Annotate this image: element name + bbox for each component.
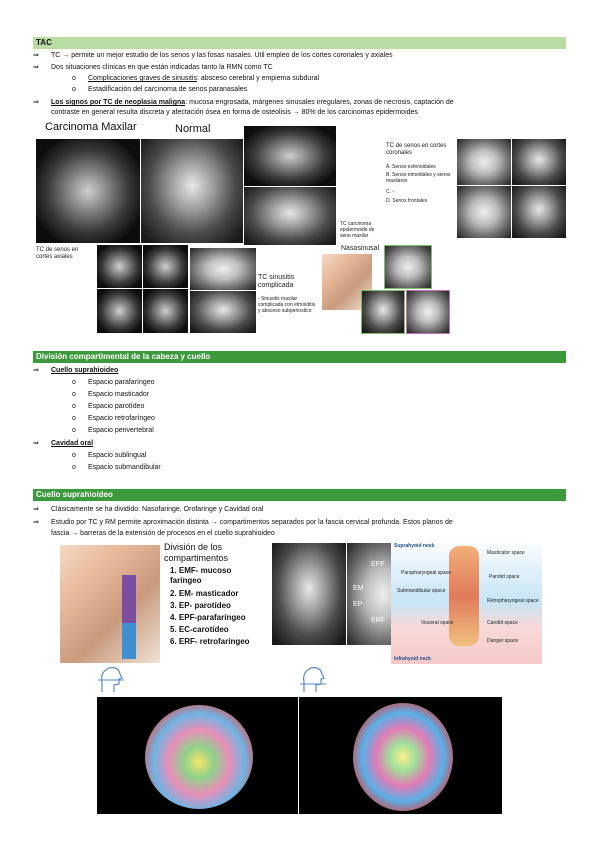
compartment-item-1: 1. EMF- mucoso faríngeo xyxy=(170,566,232,585)
arrow-right-icon: ⇒ xyxy=(33,64,39,71)
ct-image-coronal-1 xyxy=(457,139,511,185)
pharynx-highlight xyxy=(122,575,136,623)
pharynx-column xyxy=(449,546,479,646)
circle-bullet-icon: o xyxy=(72,464,76,471)
axial-anatomy-shape xyxy=(145,705,253,809)
circle-bullet-icon: o xyxy=(72,75,76,82)
ct-label-erf: ERF xyxy=(371,617,385,624)
ct-image-normal xyxy=(141,139,243,243)
tc-sinusitis-desc: - Sinusitis maxilar complicada con etmoi… xyxy=(258,296,316,314)
larynx-highlight xyxy=(122,623,136,659)
nasosinusal-label: Nasosinusal xyxy=(341,245,380,252)
head-profile-icon xyxy=(98,667,124,692)
visceral-space-label: Visceral space xyxy=(421,620,454,626)
ct-image-coronal-3 xyxy=(457,186,511,238)
ct-image-coronal-a xyxy=(244,126,336,186)
sagittal-pharynx-diagram xyxy=(60,545,160,663)
circle-bullet-icon: o xyxy=(72,427,76,434)
circle-bullet-icon: o xyxy=(72,391,76,398)
circle-bullet-icon: o xyxy=(72,452,76,459)
compartment-item-2: 2. EM- masticador xyxy=(170,589,239,598)
ct-image-coronal-4 xyxy=(512,186,566,238)
bullet-suprahioideo-1: ⇒Clásicamente se ha dividido: Nasofaring… xyxy=(33,506,264,513)
bullet-suprahioideo-2-line2: fascia → barreras de la extensión de pro… xyxy=(51,530,275,537)
ct-label-em: EM xyxy=(353,585,364,592)
arrow-right-icon: ⇒ xyxy=(33,440,39,447)
ct-nasosinusal-1 xyxy=(384,245,432,289)
circle-bullet-icon: o xyxy=(72,403,76,410)
parotid-space-label: Parotid space xyxy=(489,574,520,580)
ct-label-ep: EP xyxy=(353,601,363,608)
compartment-item-6: 6. ERF- retrofaríngeo xyxy=(170,637,250,646)
ct-suprahyoid-axial xyxy=(272,543,346,645)
masticator-space-label: Masticator space xyxy=(487,550,525,556)
retropharyngeal-space-label: Retropharyngeal space xyxy=(487,598,539,604)
head-profile-icon xyxy=(300,667,326,692)
axial-anatomy-oropharynx xyxy=(299,697,502,814)
tc-senos-item-a: A. Senos esfenoidales xyxy=(386,164,436,170)
tc-senos-item-b: B. Senos etmoidales y senos maxilares xyxy=(386,172,451,184)
caption-carcinoma-maxilar: Carcinoma Maxilar xyxy=(45,121,137,133)
tc-senos-axiales-label: TC de senos en cortes axiales xyxy=(36,247,79,260)
compartments-title: División de los compartimentos xyxy=(164,542,229,563)
carotid-space-label: Carotid space xyxy=(487,620,518,626)
arrow-right-icon: ⇒ xyxy=(33,506,39,513)
compartment-item-5: 5. EC-carotídeo xyxy=(170,625,229,634)
ct-image-coronal-2 xyxy=(512,139,566,185)
bullet-suprahioideo-2: ⇒Estudio por TC y RM permite aproximació… xyxy=(33,519,453,526)
bullet-cavidad-oral: ⇒Cavidad oral xyxy=(33,440,94,447)
arrow-right-icon: ⇒ xyxy=(33,52,39,59)
arrow-right-icon: ⇒ xyxy=(33,367,39,374)
ct-sinusitis-2 xyxy=(190,291,256,333)
tc-carcinoma-epidermoide-caption: TC carcinoma epidermoide de seno maxilar xyxy=(340,221,375,239)
caption-normal: Normal xyxy=(175,123,211,135)
bullet-tac-2: ⇒Dos situaciones clínicas en que están i… xyxy=(33,64,273,71)
ct-nasosinusal-2 xyxy=(361,290,405,334)
suprahyoid-neck-label: Suprahyoid neck xyxy=(394,543,435,549)
ct-nasosinusal-3 xyxy=(406,290,450,334)
axial-anatomy-nasopharynx xyxy=(97,697,298,814)
section-header-tac: TAC xyxy=(33,37,566,49)
bullet-tac-3: ⇒Los signos por TC de neoplasia maligna:… xyxy=(33,99,454,106)
arrow-right-icon: ⇒ xyxy=(33,519,39,526)
submandibular-space-label: Submandibular space xyxy=(397,588,446,594)
compartment-item-4: 4. EPF-parafaríngeo xyxy=(170,613,246,622)
ct-image-carcinoma-maxilar xyxy=(36,139,140,243)
ct-axial-4 xyxy=(143,289,188,333)
ct-axial-1 xyxy=(97,245,142,288)
axial-anatomy-shape xyxy=(353,703,453,811)
ct-sinusitis-1 xyxy=(190,248,256,290)
bullet-cuello-suprahioideo: ⇒Cuello suprahioideo xyxy=(33,367,119,374)
ct-label-epf: EPF xyxy=(371,561,385,568)
section-header-suprahioideo: Cuello suprahioideo xyxy=(33,489,566,501)
ct-axial-2 xyxy=(143,245,188,288)
section-header-division: División compartimental de la cabeza y c… xyxy=(33,351,566,363)
ct-axial-3 xyxy=(97,289,142,333)
tc-sinusitis-title: TC sinusitis complicada xyxy=(258,274,295,289)
tc-senos-item-c: C. - xyxy=(386,189,395,195)
infrahyoid-neck-label: Infrahyoid neck xyxy=(394,656,431,662)
neck-spaces-diagram: Suprahyoid neck Infrahyoid neck Masticat… xyxy=(391,540,542,664)
danger-space-label: Danger space xyxy=(487,638,519,644)
circle-bullet-icon: o xyxy=(72,86,76,93)
arrow-right-icon: ⇒ xyxy=(33,99,39,106)
circle-bullet-icon: o xyxy=(72,379,76,386)
bullet-tac-1: ⇒TC → permite un mejor estudio de los se… xyxy=(33,52,393,59)
compartment-item-3: 3. EP- parotídeo xyxy=(170,601,231,610)
parapharyngeal-space-label: Parapharyngeal space xyxy=(401,570,452,576)
tc-senos-item-d: D. Senos frontales xyxy=(386,198,428,204)
ct-image-coronal-b xyxy=(244,187,336,245)
bullet-tac-3-line2: contraste en general resulta discreta y … xyxy=(51,109,418,116)
circle-bullet-icon: o xyxy=(72,415,76,422)
tc-senos-coronales-title: TC de senos en cortes coronales xyxy=(386,143,447,156)
